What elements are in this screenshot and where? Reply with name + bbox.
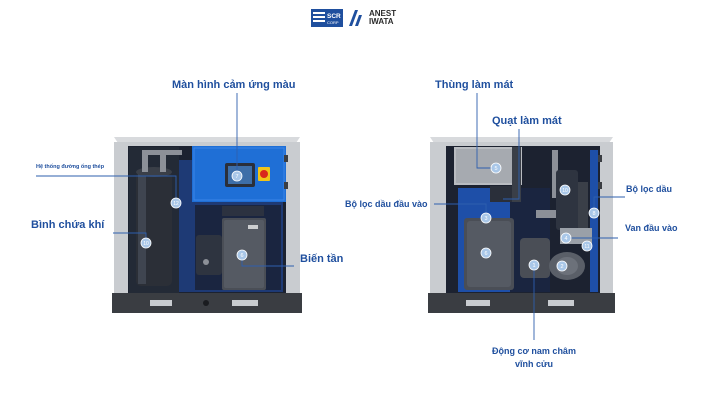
marker-right-4-text: 4	[564, 236, 567, 242]
marker-right-11: 11	[581, 240, 593, 252]
label-steel-pipe-system: Hệ thống đường ống thép	[36, 164, 105, 170]
anest-iwata-wordmark: ANEST IWATA	[369, 10, 396, 26]
marker-right-2-text: 2	[560, 264, 563, 270]
right-compressor	[428, 137, 615, 313]
marker-right-3-text: 3	[484, 216, 487, 222]
marker-left-7-text: 7	[235, 174, 238, 180]
marker-right-6: 6	[480, 247, 492, 259]
logo-corp-text: CORP	[327, 20, 339, 25]
marker-right-2: 2	[556, 260, 568, 272]
leader-lines	[36, 93, 625, 340]
brand-logo: SCR CORP ANEST IWATA	[311, 9, 396, 27]
marker-right-4: 4	[560, 232, 572, 244]
scr-logo-icon: SCR CORP	[311, 9, 343, 27]
label-inverter: Biến tần	[300, 253, 344, 265]
label-cooling-fan: Quạt làm mát	[492, 115, 562, 127]
marker-right-10: 10	[559, 184, 571, 196]
marker-left-12: 12	[170, 197, 182, 209]
marker-right-8-text: 8	[592, 211, 595, 217]
label-pm-motor-line2: vĩnh cửu	[514, 359, 554, 369]
label-inlet-valve: Van đầu vào	[625, 223, 678, 233]
label-pm-motor: Động cơ nam châm vĩnh cửu	[484, 346, 584, 369]
label-pm-motor-line1: Động cơ nam châm	[492, 346, 576, 356]
marker-left-6: 6	[236, 249, 248, 261]
right-markers: 5 10 3 6 4 8 1	[480, 162, 600, 272]
logo-anest-text: ANEST	[369, 9, 397, 18]
label-touchscreen: Màn hình cảm ứng màu	[172, 79, 296, 91]
marker-left-12-text: 12	[173, 201, 179, 207]
marker-right-1-text: 1	[532, 263, 535, 269]
marker-left-10-text: 10	[143, 241, 149, 247]
marker-right-5-text: 5	[494, 166, 497, 172]
label-inlet-filter: Bộ lọc dầu đầu vào	[345, 199, 428, 209]
left-markers: 7 12 10 6	[140, 170, 248, 261]
label-cooler-box: Thùng làm mát	[435, 79, 514, 91]
marker-left-6-text: 6	[240, 253, 243, 259]
left-compressor	[112, 137, 302, 313]
logo-iwata-text: IWATA	[369, 17, 394, 26]
marker-right-5: 5	[490, 162, 502, 174]
marker-left-10: 10	[140, 237, 152, 249]
label-air-tank: Bình chứa khí	[31, 219, 105, 231]
marker-right-1: 1	[528, 259, 540, 271]
label-oil-filter: Bộ lọc dầu	[626, 184, 673, 194]
marker-right-3: 3	[480, 212, 492, 224]
marker-right-6-text: 6	[484, 251, 487, 257]
marker-right-8: 8	[588, 207, 600, 219]
marker-left-7: 7	[231, 170, 243, 182]
marker-right-10-text: 10	[562, 188, 568, 194]
anest-iwata-mark-icon	[349, 10, 362, 26]
logo-scr-text: SCR	[327, 13, 341, 20]
marker-right-11-text: 11	[584, 244, 589, 250]
